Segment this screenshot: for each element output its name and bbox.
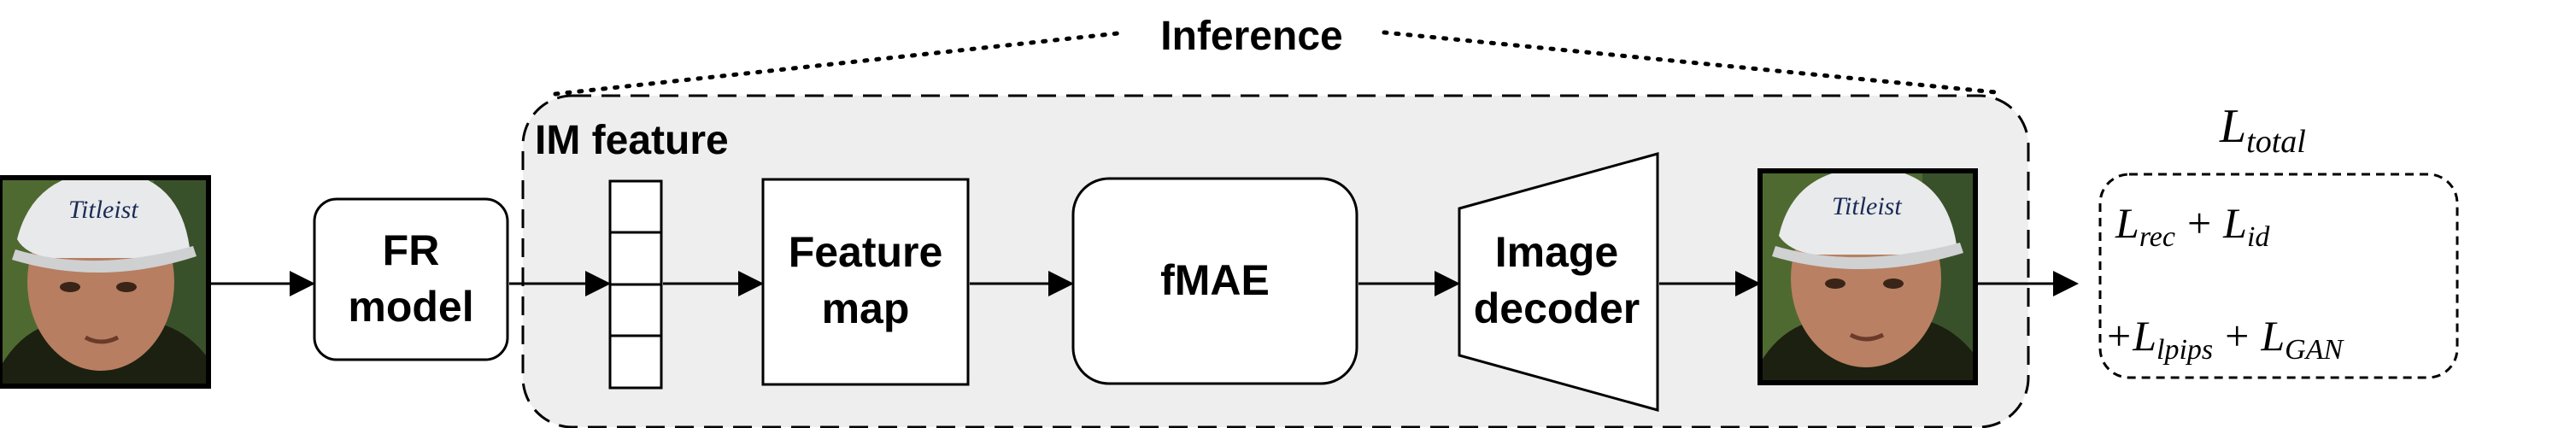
loss-line-lpips-gan: +Llpips+LGAN [2107, 312, 2344, 366]
input-face-frame [0, 175, 211, 389]
image-decoder-shape [1458, 152, 1659, 412]
inference-dotted-right [1382, 30, 1998, 95]
loss-line-rec-id: Lrec+Lid [2115, 199, 2270, 253]
feature-map-label-line1: Feature [789, 228, 943, 276]
input-face-image: Titleist [0, 178, 208, 386]
inference-dotted-left [553, 30, 1129, 97]
loss-box [2098, 173, 2459, 379]
svg-text:Titleist: Titleist [68, 196, 138, 224]
feature-map-label-line2: map [822, 284, 910, 332]
loss-total-title: Ltotal [2219, 100, 2306, 160]
im-feature-vector [608, 179, 663, 390]
inference-label: Inference [1160, 14, 1342, 59]
im-feature-label: IM feature [535, 118, 729, 163]
fr-model-label-line2: model [348, 283, 473, 331]
image-decoder-label-line2: decoder [1474, 284, 1640, 332]
output-face-image: Titleist [1760, 171, 1975, 383]
feature-map-box [761, 178, 970, 386]
fr-model-label-line1: FR [383, 226, 440, 274]
image-decoder-label-line1: Image [1495, 228, 1619, 276]
fmae-label: fMAE [1160, 256, 1270, 304]
svg-text:Titleist: Titleist [1832, 192, 1902, 220]
fr-model-box [313, 197, 509, 361]
